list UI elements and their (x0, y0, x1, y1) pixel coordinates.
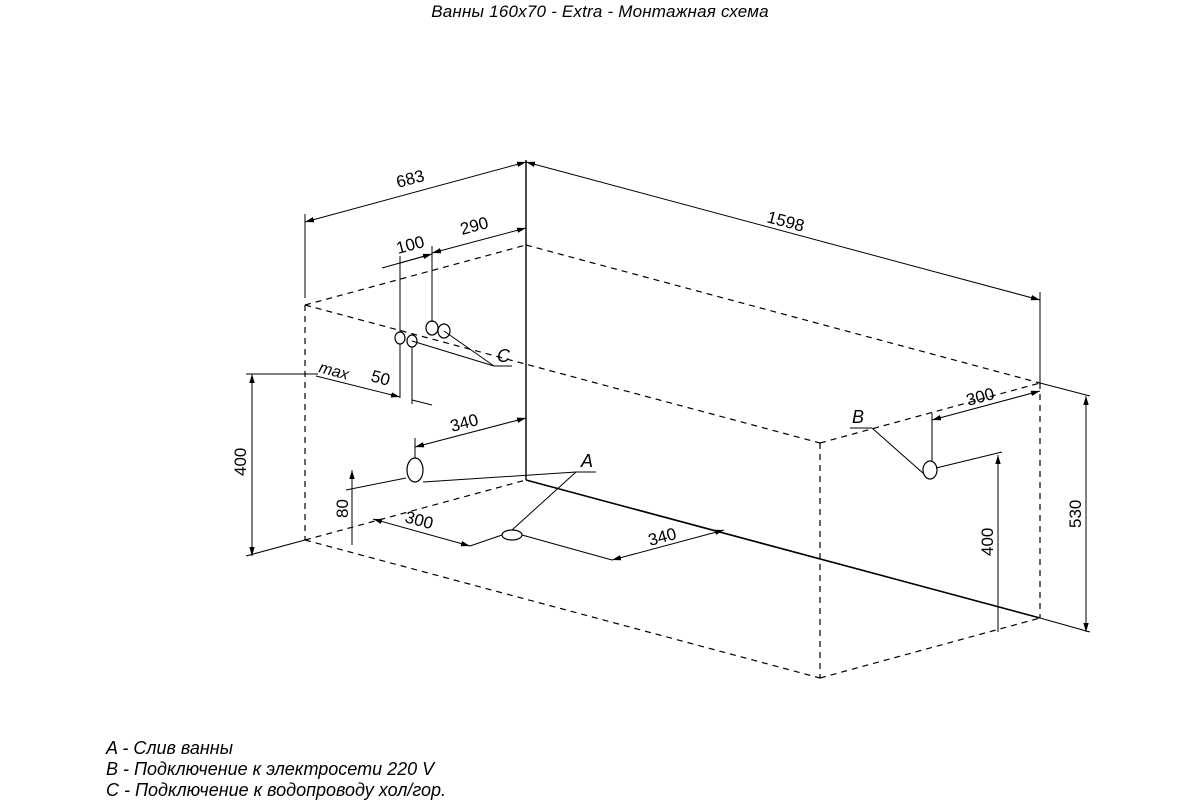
dimension-683-label: 683 (394, 166, 426, 192)
dimension-400-right-label: 400 (978, 528, 997, 556)
dimension-400-right (935, 451, 1003, 632)
dimension-max-50 (315, 344, 433, 406)
marker-a-leader (422, 471, 596, 531)
marker-b: B (852, 407, 864, 427)
dimension-340-top (414, 417, 527, 458)
drain-a (406, 457, 523, 541)
electrical-b (922, 460, 938, 480)
legend-item-b: B - Подключение к электросети 220 V (106, 759, 435, 779)
marker-a: A (580, 451, 593, 471)
page-title: Ванны 160х70 - Extra - Монтажная схема (431, 2, 769, 21)
dimension-290-100 (381, 227, 527, 332)
dimension-530-label: 530 (1066, 500, 1085, 528)
dimension-50-label: 50 (369, 367, 392, 390)
dimension-80-label: 80 (333, 499, 352, 518)
dimension-300-bottom (372, 518, 503, 547)
dimension-400-left-label: 400 (231, 448, 250, 476)
legend: A - Слив ванны B - Подключение к электро… (106, 738, 446, 800)
dimension-400-left (245, 373, 318, 557)
dimension-100-label: 100 (394, 232, 426, 258)
marker-b-leader (850, 427, 925, 475)
dimension-300-right-label: 300 (964, 384, 996, 410)
legend-item-a: A - Слив ванны (106, 738, 233, 758)
dimension-683 (304, 161, 527, 298)
dimension-340-top-label: 340 (448, 410, 480, 436)
dimension-290-label: 290 (458, 213, 490, 239)
dimension-max-label: max (317, 359, 352, 384)
dimension-340-bottom (521, 529, 725, 561)
dimension-80 (345, 470, 407, 545)
dimension-1598 (525, 161, 1041, 383)
water-connection-c (394, 320, 451, 348)
dimension-530 (1039, 382, 1091, 633)
bathtub-box (304, 160, 1041, 679)
marker-c-leader (411, 330, 512, 367)
dimension-300-right (931, 390, 1041, 461)
marker-c: C (497, 346, 511, 366)
dimension-340-bottom-label: 340 (646, 524, 678, 550)
legend-item-c: C - Подключение к водопроводу хол/гор. (106, 780, 447, 800)
dimension-300-bottom-label: 300 (403, 508, 435, 534)
